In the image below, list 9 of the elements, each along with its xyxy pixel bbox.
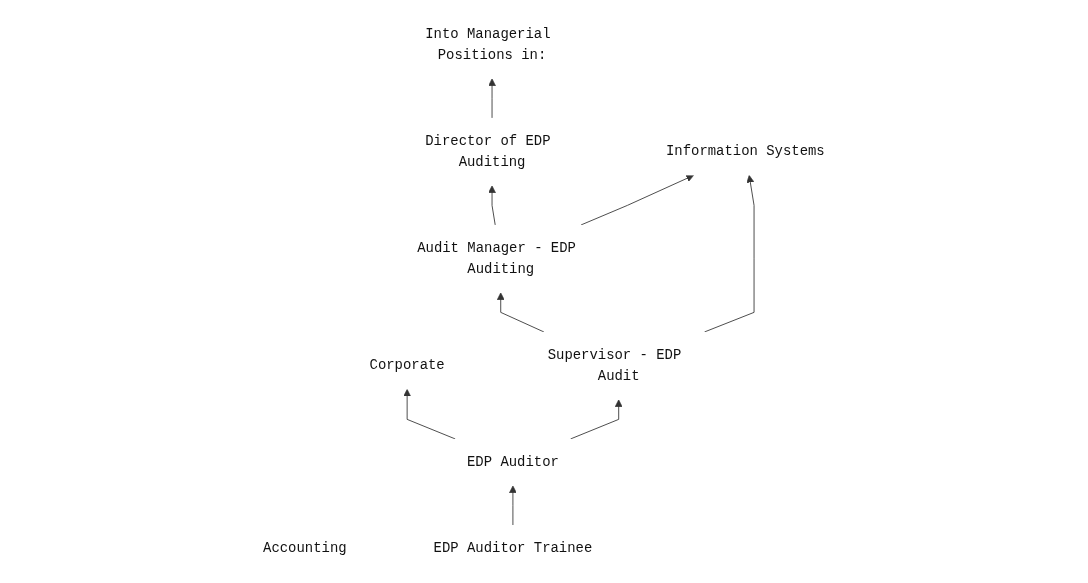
node-text: EDP Auditor Trainee: [433, 540, 593, 557]
node-text: Director of EDP Auditing: [425, 133, 551, 171]
node-text: Accounting: [263, 540, 347, 557]
node-text: Information Systems: [666, 144, 825, 160]
node-text: Supervisor - EDP Audit: [547, 347, 682, 385]
node-text: EDP Auditor: [467, 454, 559, 471]
node-text: Corporate: [369, 358, 445, 374]
node-text: Into Managerial Positions in:: [425, 26, 551, 64]
node-text: Audit Manager - EDP Auditing: [417, 240, 577, 278]
